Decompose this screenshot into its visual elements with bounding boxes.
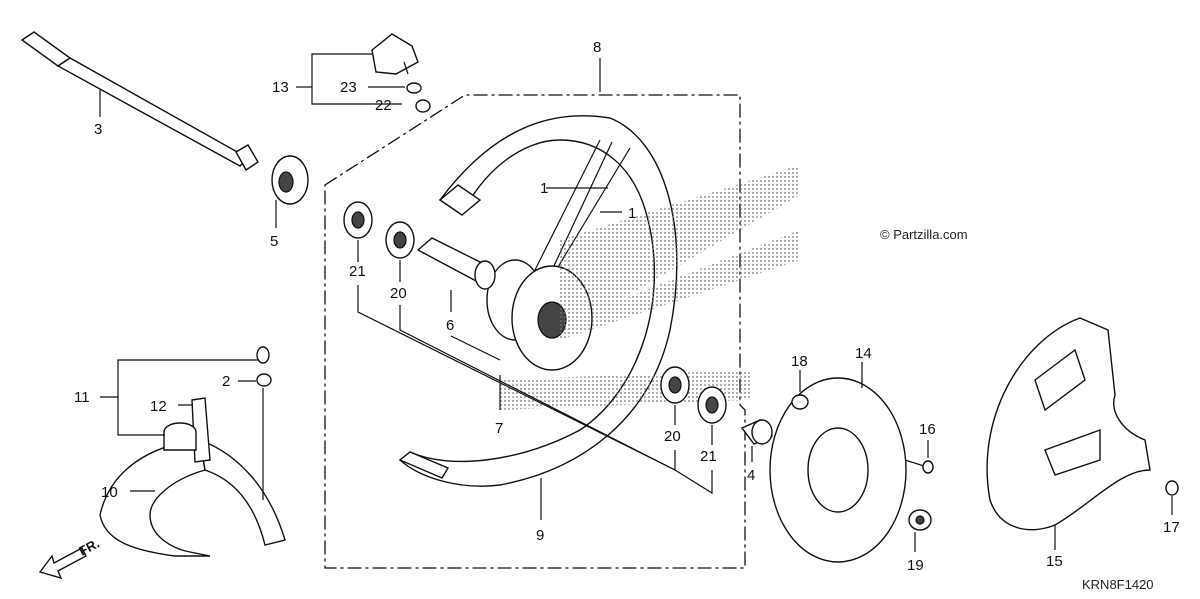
watermark: © Partzilla.com bbox=[880, 227, 968, 242]
label-21a: 21 bbox=[349, 263, 366, 280]
bearing-21-left bbox=[343, 201, 373, 239]
label-23: 23 bbox=[340, 79, 357, 96]
tube-valve bbox=[163, 346, 272, 500]
shading bbox=[560, 165, 800, 340]
label-6: 6 bbox=[446, 317, 454, 334]
bearing-20-left bbox=[385, 221, 415, 259]
label-2: 2 bbox=[222, 373, 230, 390]
side-collar-right bbox=[740, 419, 774, 445]
disc-cover bbox=[986, 317, 1151, 531]
label-7: 7 bbox=[495, 420, 503, 437]
label-12: 12 bbox=[150, 398, 167, 415]
label-1b: 1 bbox=[628, 205, 636, 222]
label-15: 15 bbox=[1046, 553, 1063, 570]
label-14: 14 bbox=[855, 345, 872, 362]
label-8: 8 bbox=[593, 39, 601, 56]
label-18: 18 bbox=[791, 353, 808, 370]
nut-19 bbox=[908, 509, 932, 531]
bolt-17 bbox=[1165, 480, 1179, 496]
bracket-assembly bbox=[371, 33, 431, 113]
label-20a: 20 bbox=[390, 285, 407, 302]
side-collar bbox=[271, 155, 309, 205]
label-20b: 20 bbox=[664, 428, 681, 445]
tire bbox=[99, 438, 286, 557]
label-21b: 21 bbox=[700, 448, 717, 465]
label-4: 4 bbox=[747, 467, 755, 484]
diagram-code: KRN8F1420 bbox=[1082, 577, 1154, 592]
label-17: 17 bbox=[1163, 519, 1180, 536]
label-5: 5 bbox=[270, 233, 278, 250]
distance-collar bbox=[416, 237, 496, 290]
label-13: 13 bbox=[272, 79, 289, 96]
label-9: 9 bbox=[536, 527, 544, 544]
rim bbox=[398, 115, 678, 487]
label-10: 10 bbox=[101, 484, 118, 501]
wheel-assembly-outline bbox=[324, 94, 746, 569]
label-22: 22 bbox=[375, 97, 392, 114]
bolt-16 bbox=[904, 459, 934, 474]
axle bbox=[20, 31, 259, 172]
nut-18 bbox=[791, 394, 809, 410]
brake-disc bbox=[769, 377, 907, 563]
label-19: 19 bbox=[907, 557, 924, 574]
bearing-21-right bbox=[697, 386, 727, 424]
bearing-20-right bbox=[660, 366, 690, 404]
front-direction-arrow: FR. bbox=[38, 536, 102, 580]
label-11: 11 bbox=[74, 389, 90, 406]
label-3: 3 bbox=[94, 121, 102, 138]
label-1a: 1 bbox=[540, 180, 548, 197]
label-16: 16 bbox=[919, 421, 936, 438]
